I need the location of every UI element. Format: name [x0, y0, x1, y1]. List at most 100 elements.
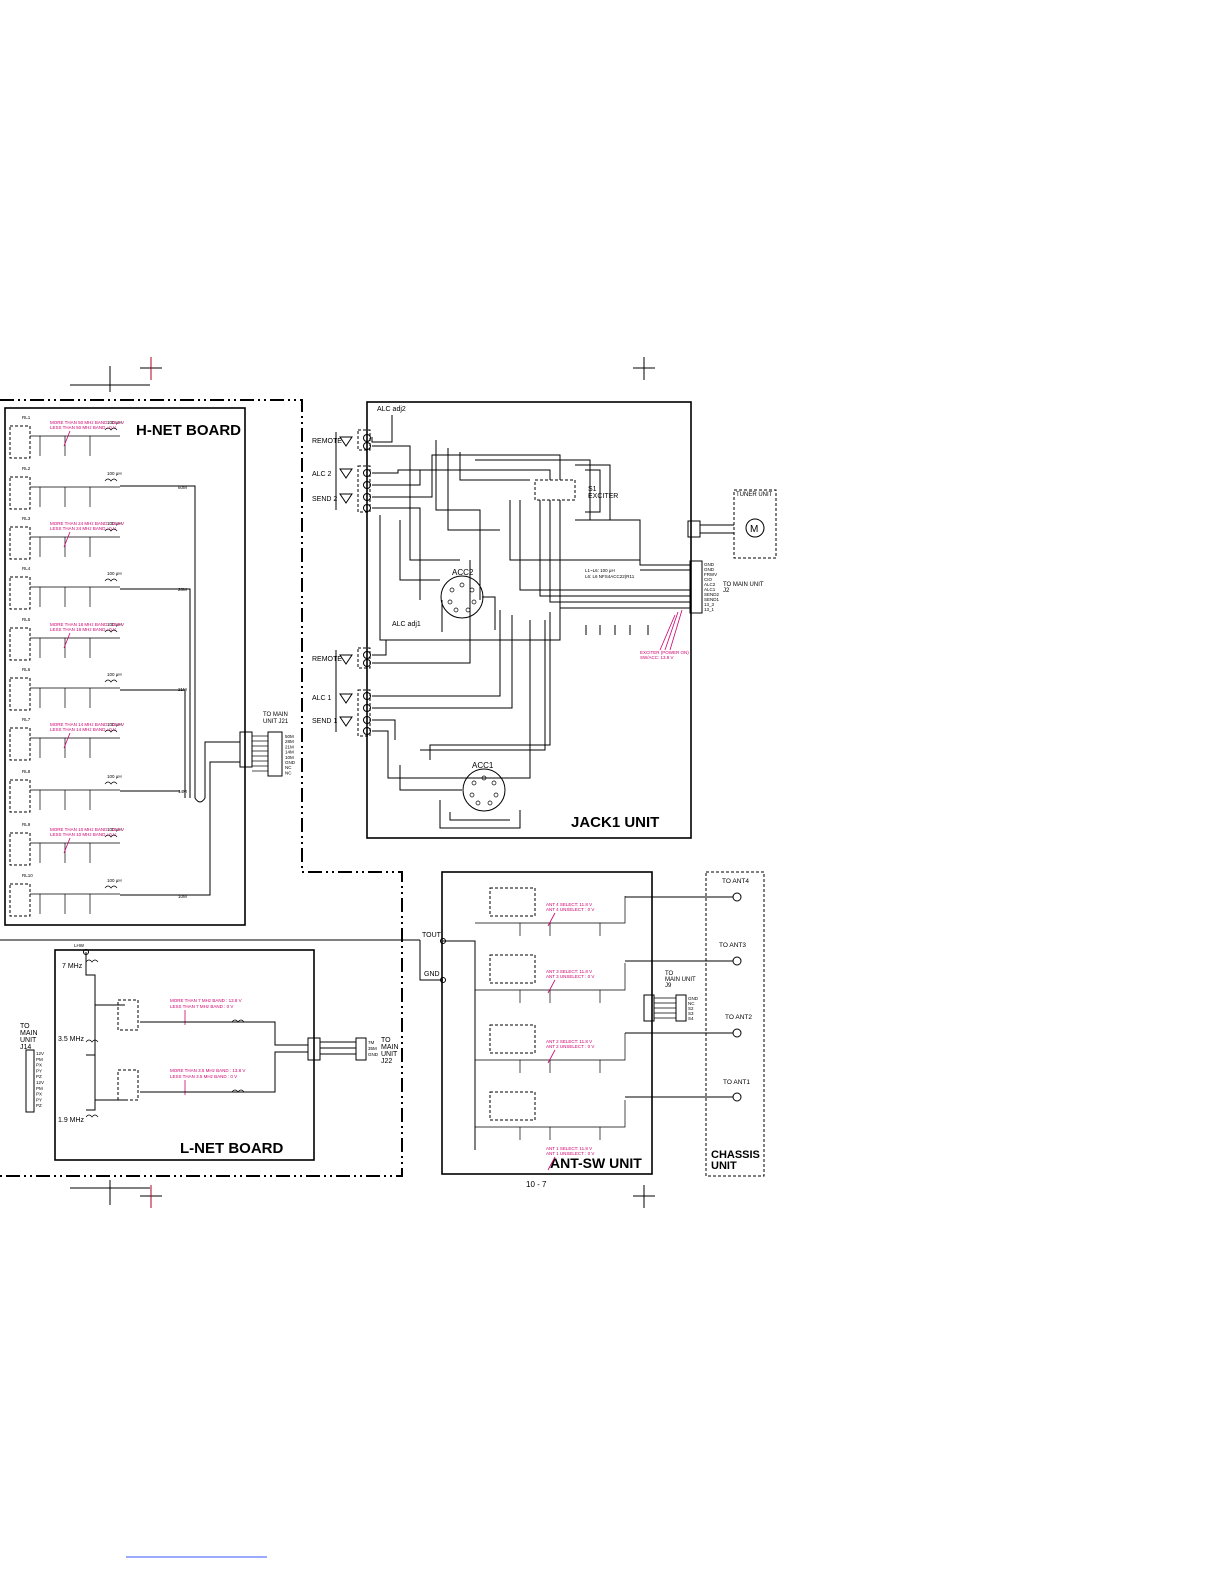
jack1-exciter-note-2: SW/ACC: 13.8 V — [640, 655, 674, 660]
antsw-note: ANT 3 UNSELECT : 0 V — [546, 974, 594, 979]
hnet-relay — [9, 883, 31, 917]
hnet-pin-label: 28M — [285, 739, 294, 744]
jack1-j2-pin-label: 13_1 — [704, 607, 715, 612]
hnet-note: MORE THAN 14 MHz BAND : 13.8 V — [50, 722, 124, 727]
jack1-alc1: ALC 1 — [312, 695, 332, 702]
hnet-to-main-label: TO MAIN — [263, 712, 288, 718]
lnet-j-connector — [307, 1037, 321, 1061]
lnet-j14-pin-label: PX — [36, 1063, 42, 1068]
antsw-unit: ANT-SW UNIT TOUT GND ANT 4 SELECT: 11.8 … — [419, 871, 699, 1175]
hnet-coil — [104, 885, 118, 889]
antsw-relay — [489, 1091, 536, 1121]
lnet-j14-pin-label: PM — [36, 1057, 43, 1062]
lnet-j14-pin-label: PY — [36, 1068, 42, 1073]
jack1-j2-connector — [689, 560, 703, 614]
antsw-pin-label: S3 — [688, 1011, 694, 1016]
hnet-coil — [104, 427, 118, 431]
hnet-board-frame — [4, 407, 246, 926]
hnet-note: MORE THAN 18 MHz BAND : 13.8 V — [50, 622, 124, 627]
jack1-acc-pins — [447, 582, 499, 806]
antsw-unit-title: ANT-SW UNIT — [550, 1155, 642, 1171]
jack1-to-main-j2: J2 — [723, 588, 730, 594]
antsw-note: ANT 1 SELECT: 11.8 V — [546, 1146, 592, 1151]
antsw-note: ANT 2 SELECT: 11.8 V — [546, 1039, 592, 1044]
antsw-pin-label: GND — [688, 996, 699, 1001]
lnet-note-35-2: LESS THAN 3.5 MHz BAND : 0 V — [170, 1074, 237, 1079]
hnet-board-title: H-NET BOARD — [136, 422, 241, 439]
page-number: 10 - 7 — [526, 1180, 547, 1189]
chassis-antenna-jacks — [732, 892, 742, 1102]
antsw-to-main-2: MAIN UNIT — [665, 977, 696, 983]
antsw-note: ANT 4 UNSELECT : 0 V — [546, 907, 594, 912]
tuner-unit-box — [733, 489, 777, 559]
jack1-jack-circles — [363, 434, 371, 735]
lnet-j14-pin-label: PM — [36, 1086, 43, 1091]
hnet-relay-label: RL7 — [22, 717, 31, 722]
hnet-band-label: 60M — [178, 485, 187, 490]
jack1-remote-bottom: REMOTE — [312, 656, 342, 663]
jack1-unit: JACK1 UNIT ALC adj2 ALC adj1 REMOTE ALC … — [312, 401, 777, 839]
chassis-ant3: TO ANT3 — [719, 942, 746, 949]
hnet-coil-value: 100 μH — [107, 722, 122, 727]
lnet-to-main-right-2: MAIN — [381, 1044, 399, 1051]
hnet-note: MORE THAN 50 MHz BAND : 13.8 V — [50, 420, 124, 425]
jack1-j2-pin-label: SEND2 — [704, 592, 720, 597]
crop-marks — [70, 357, 655, 1208]
antsw-relay — [489, 887, 536, 917]
hnet-coil — [104, 578, 118, 582]
jack1-acc1-connector — [462, 768, 506, 812]
hnet-note: MORE THAN 24 MHz BAND : 13.8 V — [50, 521, 124, 526]
hnet-relay-label: RL2 — [22, 466, 31, 471]
hnet-coil-value: 100 μH — [107, 672, 122, 677]
hnet-coil — [104, 781, 118, 785]
hnet-coil-value: 100 μH — [107, 774, 122, 779]
hnet-note: LESS THAN 10 MHz BAND : 0 V — [50, 832, 116, 837]
hnet-relay-label: RL3 — [22, 516, 31, 521]
hnet-connector-j1 — [239, 731, 253, 768]
lnet-j14-pin-label: PX — [36, 1092, 42, 1097]
lnet-to-main-right-4: J22 — [381, 1058, 392, 1065]
antsw-gnd: GND — [424, 971, 440, 978]
jack1-alc2: ALC 2 — [312, 471, 332, 478]
jack1-exciter-note-1: EXCITER (POWER ON) — [640, 650, 689, 655]
jack1-unit-title: JACK1 UNIT — [571, 814, 659, 831]
antsw-pin-label: NC — [688, 1001, 695, 1006]
hnet-coil — [104, 478, 118, 482]
jack1-s1-label: S1 — [588, 486, 597, 493]
chassis-unit-frame — [705, 871, 765, 1177]
hnet-relay — [9, 677, 31, 711]
lnet-j14-pin-label: PZ — [36, 1103, 42, 1108]
antsw-p1-connector — [675, 994, 687, 1022]
hnet-relay — [9, 425, 31, 459]
tuner-motor-letter: M — [750, 524, 758, 535]
lnet-to-main-left: TO — [20, 1023, 30, 1030]
lnet-j14-pin-label: 12V — [36, 1051, 44, 1056]
hnet-coil — [104, 629, 118, 633]
hnet-note: MORE THAN 10 MHz BAND : 13.8 V — [50, 827, 124, 832]
jack1-j10-connector — [687, 520, 701, 538]
chassis-ant4: TO ANT4 — [722, 878, 749, 885]
antsw-unit-frame — [441, 871, 653, 1175]
hnet-coil — [104, 528, 118, 532]
hnet-band-label: 10M — [178, 894, 187, 899]
hnet-note: LESS THAN 14 MHz BAND : 0 V — [50, 727, 116, 732]
lnet-j14-pin-label: PY — [36, 1097, 42, 1102]
lnet-to-main-left-4: J14 — [20, 1044, 31, 1051]
jack1-alc-adj1: ALC adj1 — [392, 621, 421, 628]
chassis-title-2: UNIT — [711, 1160, 737, 1172]
jack1-remote-top: REMOTE — [312, 438, 342, 445]
hnet-coil — [104, 729, 118, 733]
hnet-pin-label: NC — [285, 765, 292, 770]
hnet-relay — [9, 832, 31, 866]
hnet-relay-label: RL8 — [22, 769, 31, 774]
lnet-to-main-left-3: UNIT — [20, 1037, 37, 1044]
antsw-pin-label: S2 — [688, 1006, 694, 1011]
lnet-lhw-label: LHW — [74, 943, 85, 948]
hnet-coil-value: 100 μH — [107, 471, 122, 476]
hnet-relay — [9, 476, 31, 510]
